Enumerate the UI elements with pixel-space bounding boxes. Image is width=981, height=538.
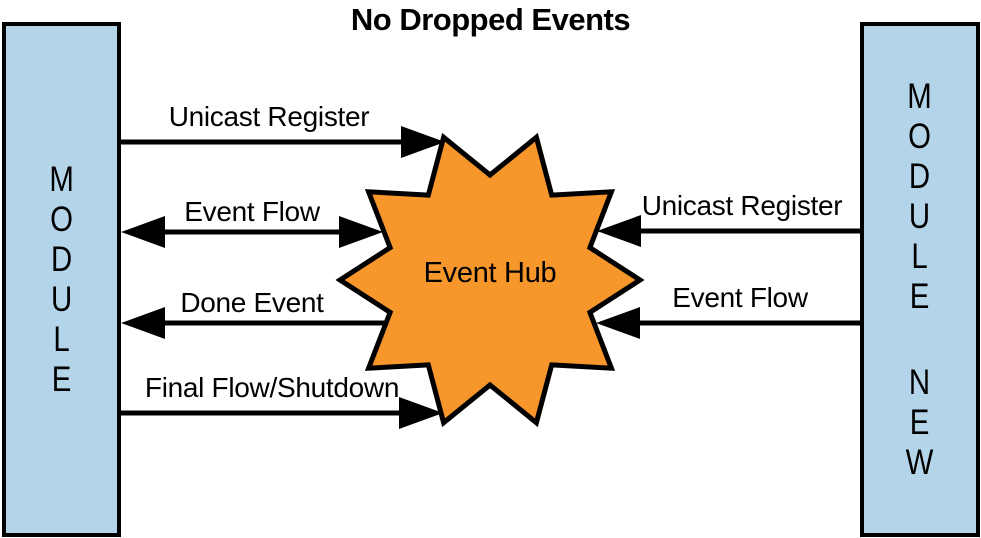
arrow-label-right-unicast-register: Unicast Register [641, 190, 843, 221]
arrowhead-right-unicast-left [597, 215, 641, 247]
arrow-label-left-done-event: Done Event [180, 287, 324, 318]
arrowhead-left-doneevent-left [121, 307, 165, 339]
arrow-label-right-event-flow: Event Flow [672, 282, 808, 313]
arrow-label-left-event-flow: Event Flow [184, 196, 320, 227]
diagram-title: No Dropped Events [350, 2, 631, 37]
event-hub-label: Event Hub [423, 257, 557, 289]
arrow-label-left-unicast-register: Unicast Register [168, 101, 370, 132]
arrowhead-left-unicast-right [401, 126, 445, 158]
arrowhead-left-eventflow-left [121, 216, 165, 248]
arrowhead-left-eventflow-right [339, 216, 383, 248]
arrowhead-right-eventflow-left [596, 307, 640, 339]
arrow-label-left-final-flow-shutdown: Final Flow/Shutdown [144, 372, 400, 403]
event-hub-star [335, 132, 645, 428]
arrowhead-left-finalflow-right [399, 397, 443, 429]
